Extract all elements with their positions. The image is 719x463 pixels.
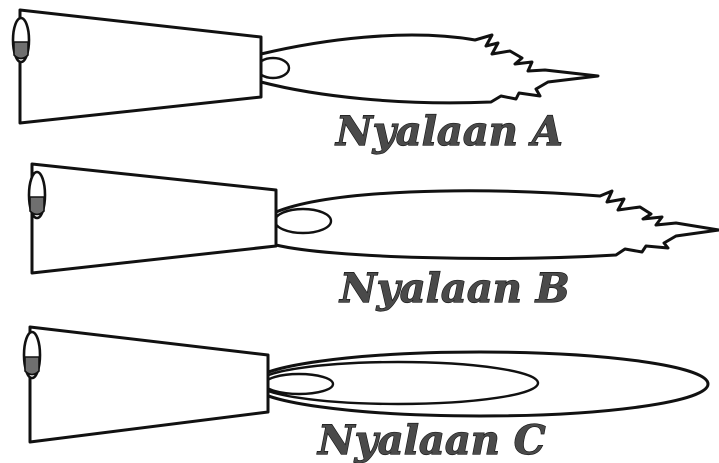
flame-a-outer-flame (259, 33, 600, 105)
flame-c-caption: Nyalaan C (316, 417, 546, 463)
flame-c-outer-flame (250, 350, 710, 418)
flame-a-fuel (13, 41, 29, 60)
flame-a-burner-barrel (18, 8, 263, 125)
flame-b-figure (27, 162, 719, 275)
flame-a-figure (11, 8, 600, 125)
flame-b-outer-flame (274, 189, 719, 260)
flame-b-burner-barrel (30, 162, 278, 275)
flame-b-fuel (29, 196, 45, 216)
flame-c-fuel (24, 356, 40, 376)
flame-b-caption: Nyalaan B (338, 265, 570, 312)
flame-c-figure (22, 325, 710, 444)
flame-c-burner-barrel (28, 325, 270, 444)
flame-a-caption: Nyalaan A (334, 108, 563, 155)
